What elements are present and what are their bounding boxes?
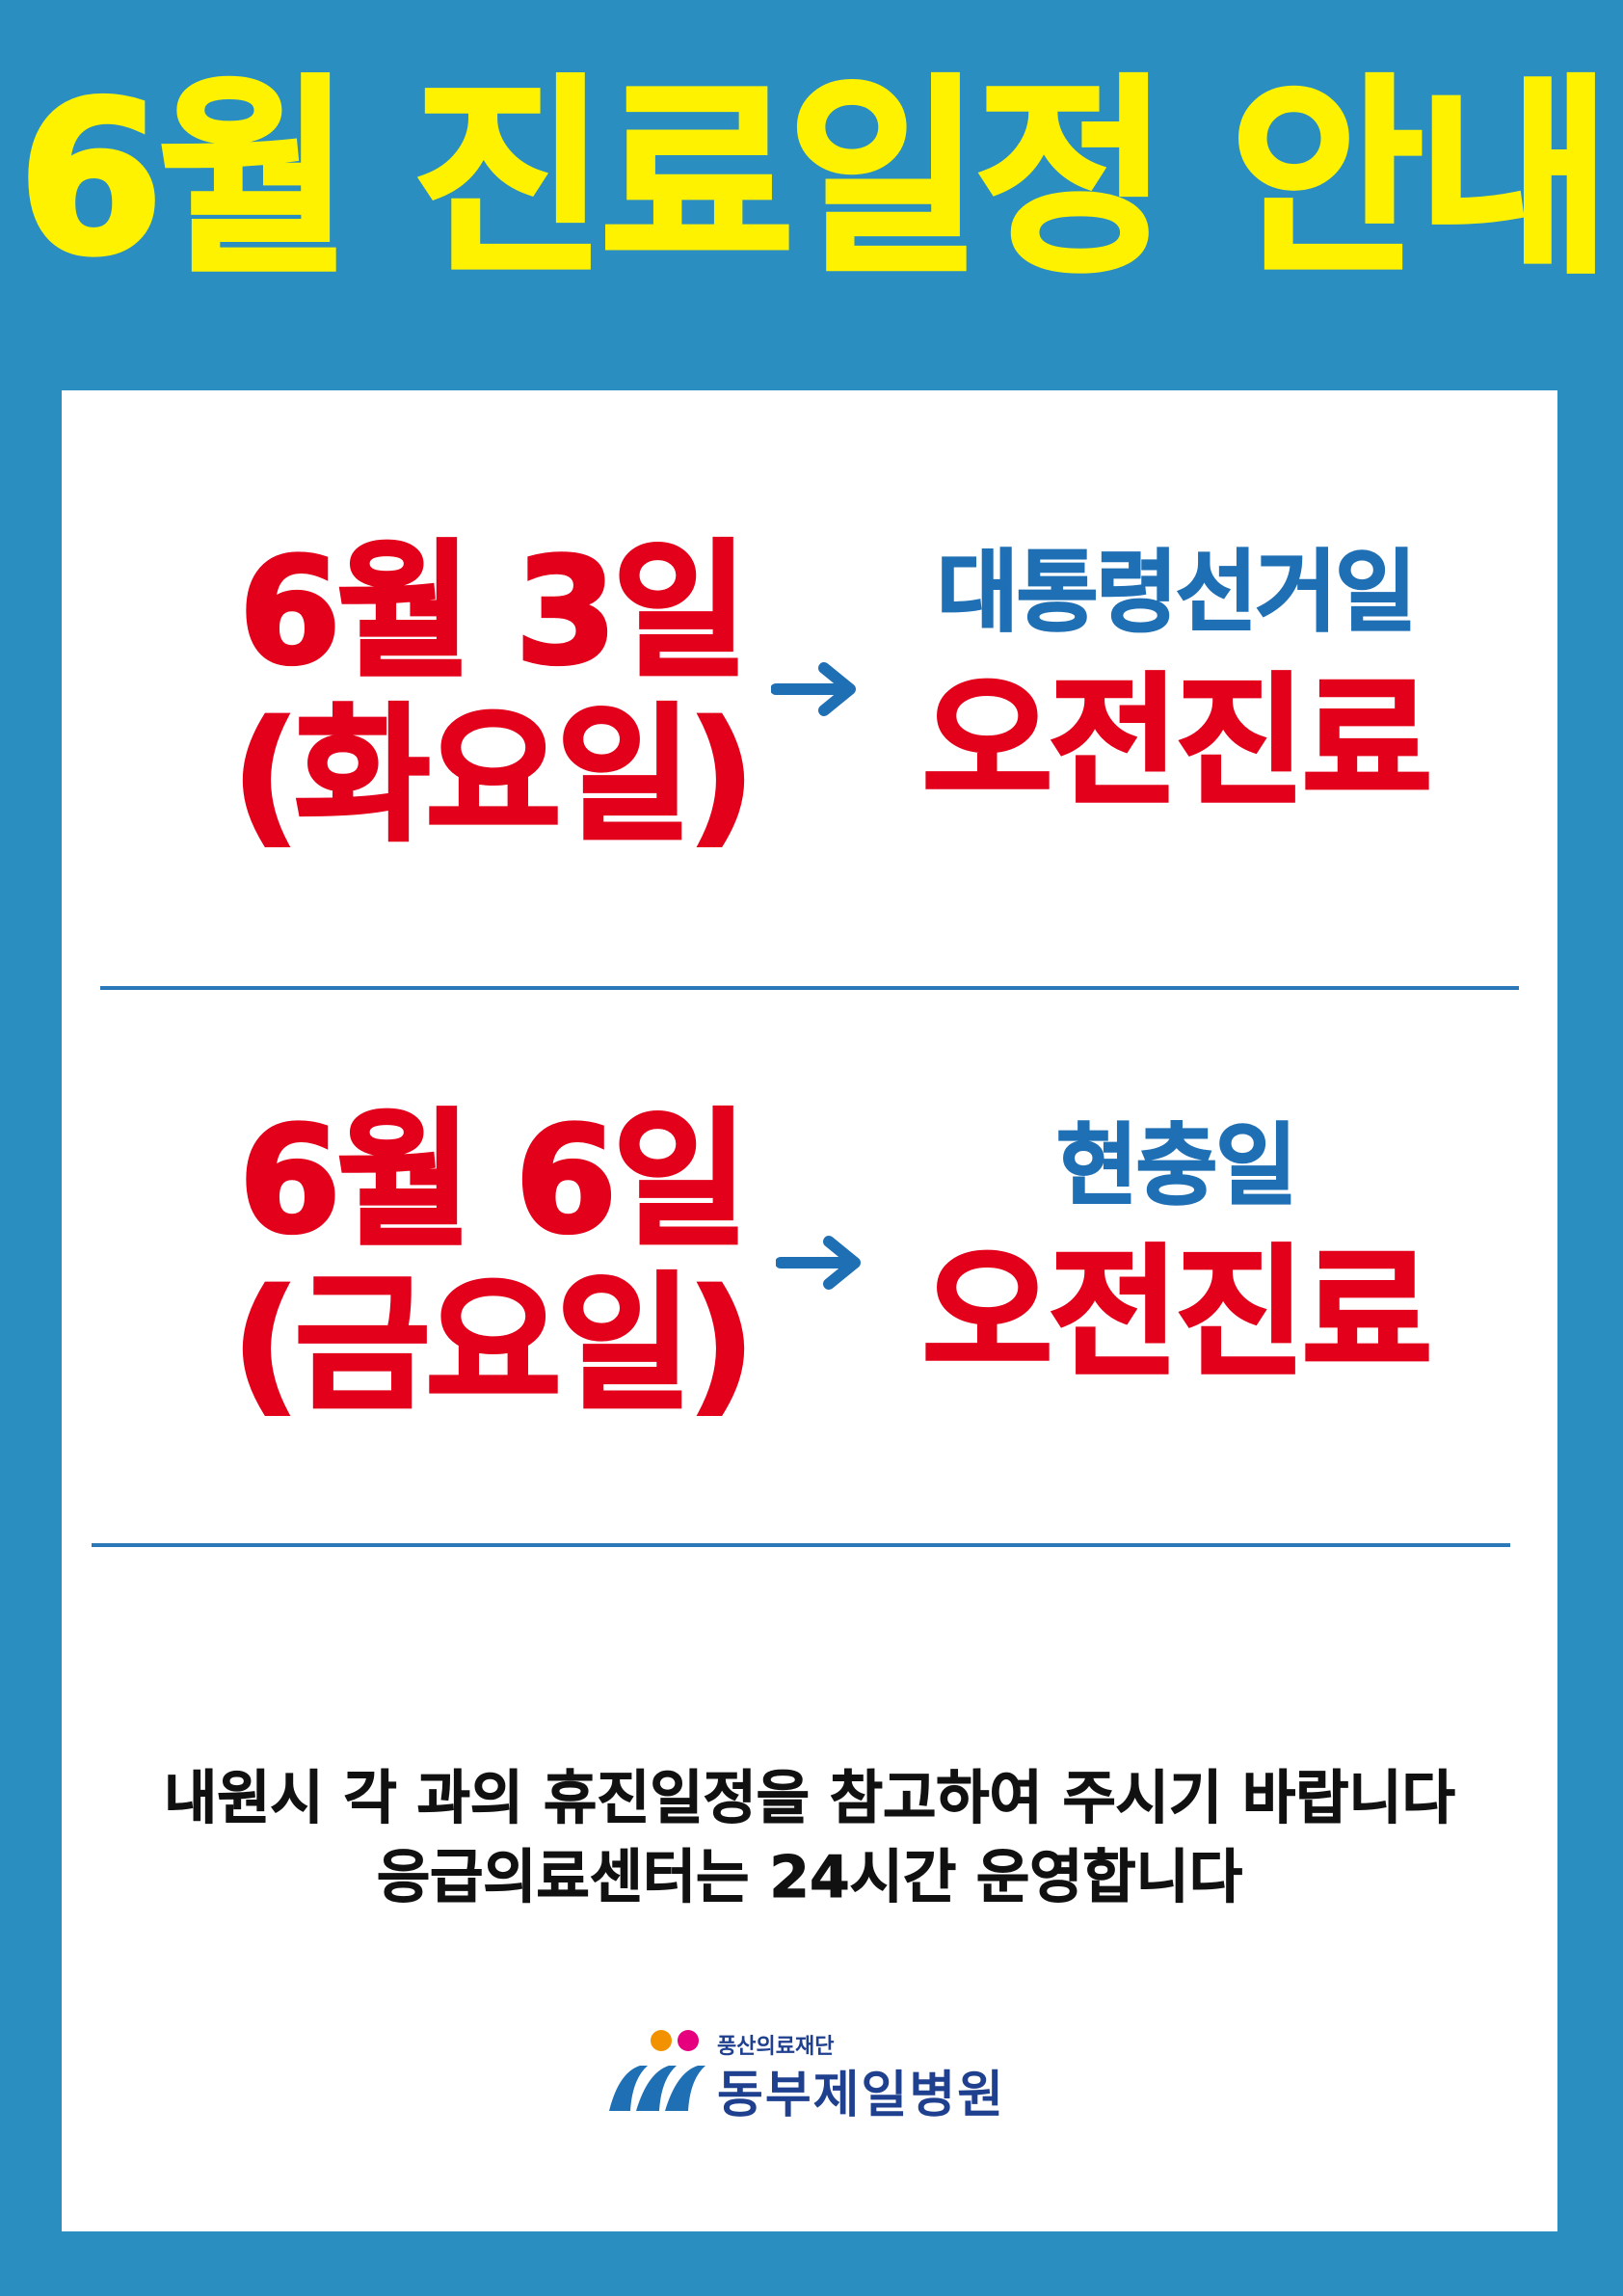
notice-line-2: 응급의료센터는 24시간 운영합니다 <box>376 1844 1243 1912</box>
arrow-right-icon <box>771 662 856 716</box>
arrow-right-icon <box>776 1236 861 1290</box>
hospital-name: 동부제일병원 <box>717 2067 1006 2124</box>
section-divider <box>92 1543 1510 1547</box>
schedule-panel: 6월 3일 (화요일) 대통령선거일 오전진료 6월 6일 (금요일) 현충일 … <box>62 390 1557 2231</box>
schedule-date-2-day: 6월 6일 <box>237 1095 750 1266</box>
notice-line-1: 내원시 각 과의 휴진일정을 참고하여 주시기 바랍니다 <box>164 1765 1456 1833</box>
schedule-date-1-weekday: (화요일) <box>230 690 757 861</box>
schedule-date-1-day: 6월 3일 <box>237 526 750 697</box>
schedule-date-2: 6월 6일 (금요일) <box>183 1095 800 1429</box>
status-label-1: 오전진료 <box>920 660 1433 824</box>
schedule-date-1: 6월 3일 (화요일) <box>183 526 800 861</box>
status-label-2: 오전진료 <box>920 1232 1433 1396</box>
hospital-logo: 풍산의료재단 동부제일병원 <box>601 2019 1064 2125</box>
foundation-name: 풍산의료재단 <box>717 2035 835 2059</box>
holiday-label-2: 현충일 <box>1055 1113 1298 1218</box>
hospital-logo-icon <box>609 2030 705 2111</box>
schedule-date-2-weekday: (금요일) <box>230 1259 757 1429</box>
holiday-label-1: 대통령선거일 <box>936 540 1418 645</box>
section-divider <box>100 986 1519 990</box>
page-title: 6월 진료일정 안내 <box>15 58 1613 302</box>
